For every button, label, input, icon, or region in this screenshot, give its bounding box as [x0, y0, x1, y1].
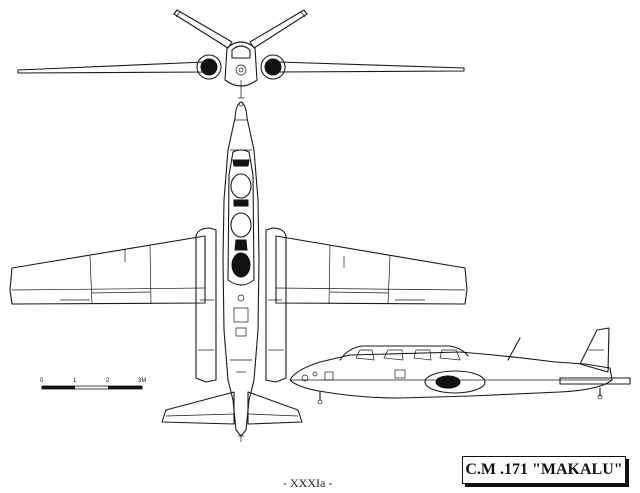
front-view-fuselage: [224, 41, 258, 87]
front-view-v-tail-left: [173, 9, 233, 49]
scale-label-1: 1: [73, 378, 77, 384]
top-view: [9, 101, 468, 442]
title-box: C.M .171 "MAKALU": [462, 456, 626, 484]
top-view-canopy: [227, 149, 255, 286]
side-view-canopy: [339, 345, 469, 361]
front-view-right-nacelle: [260, 54, 286, 80]
top-view-seat-1: [230, 173, 252, 199]
scale-label-2: 2: [106, 378, 110, 384]
front-view-left-nacelle: [196, 54, 222, 80]
front-view-v-tail-right: [249, 9, 308, 49]
top-view-right-wing: [275, 235, 468, 305]
side-view-stabilizer: [559, 377, 631, 385]
front-view-right-intake: [264, 58, 282, 76]
front-view-right-wing: [277, 61, 465, 73]
side-view-engine-intake: [435, 375, 461, 389]
page-number: - XXXIa -: [283, 476, 333, 490]
top-view-rear-cabin: [231, 252, 251, 278]
top-view-left-nacelle: [195, 227, 217, 383]
front-view-canopy: [231, 45, 251, 59]
side-view-fin: [579, 327, 610, 373]
scale-label-0: 0: [40, 378, 44, 384]
scale-bar: [41, 385, 143, 390]
aircraft-title: C.M .171 "MAKALU": [465, 461, 623, 478]
top-view-right-nacelle: [265, 227, 287, 383]
scale-label-3: 3M: [138, 378, 147, 384]
top-view-right-tailplane: [247, 391, 303, 425]
top-view-left-wing: [9, 235, 206, 305]
side-view-engine-nacelle: [424, 370, 486, 394]
front-view-nose: [235, 64, 247, 76]
top-view-left-tailplane: [161, 391, 235, 425]
front-view: [17, 9, 465, 99]
front-view-left-intake: [200, 58, 218, 76]
top-view-seat-2: [230, 212, 252, 238]
side-view: [289, 327, 631, 405]
front-view-left-wing: [17, 61, 206, 74]
